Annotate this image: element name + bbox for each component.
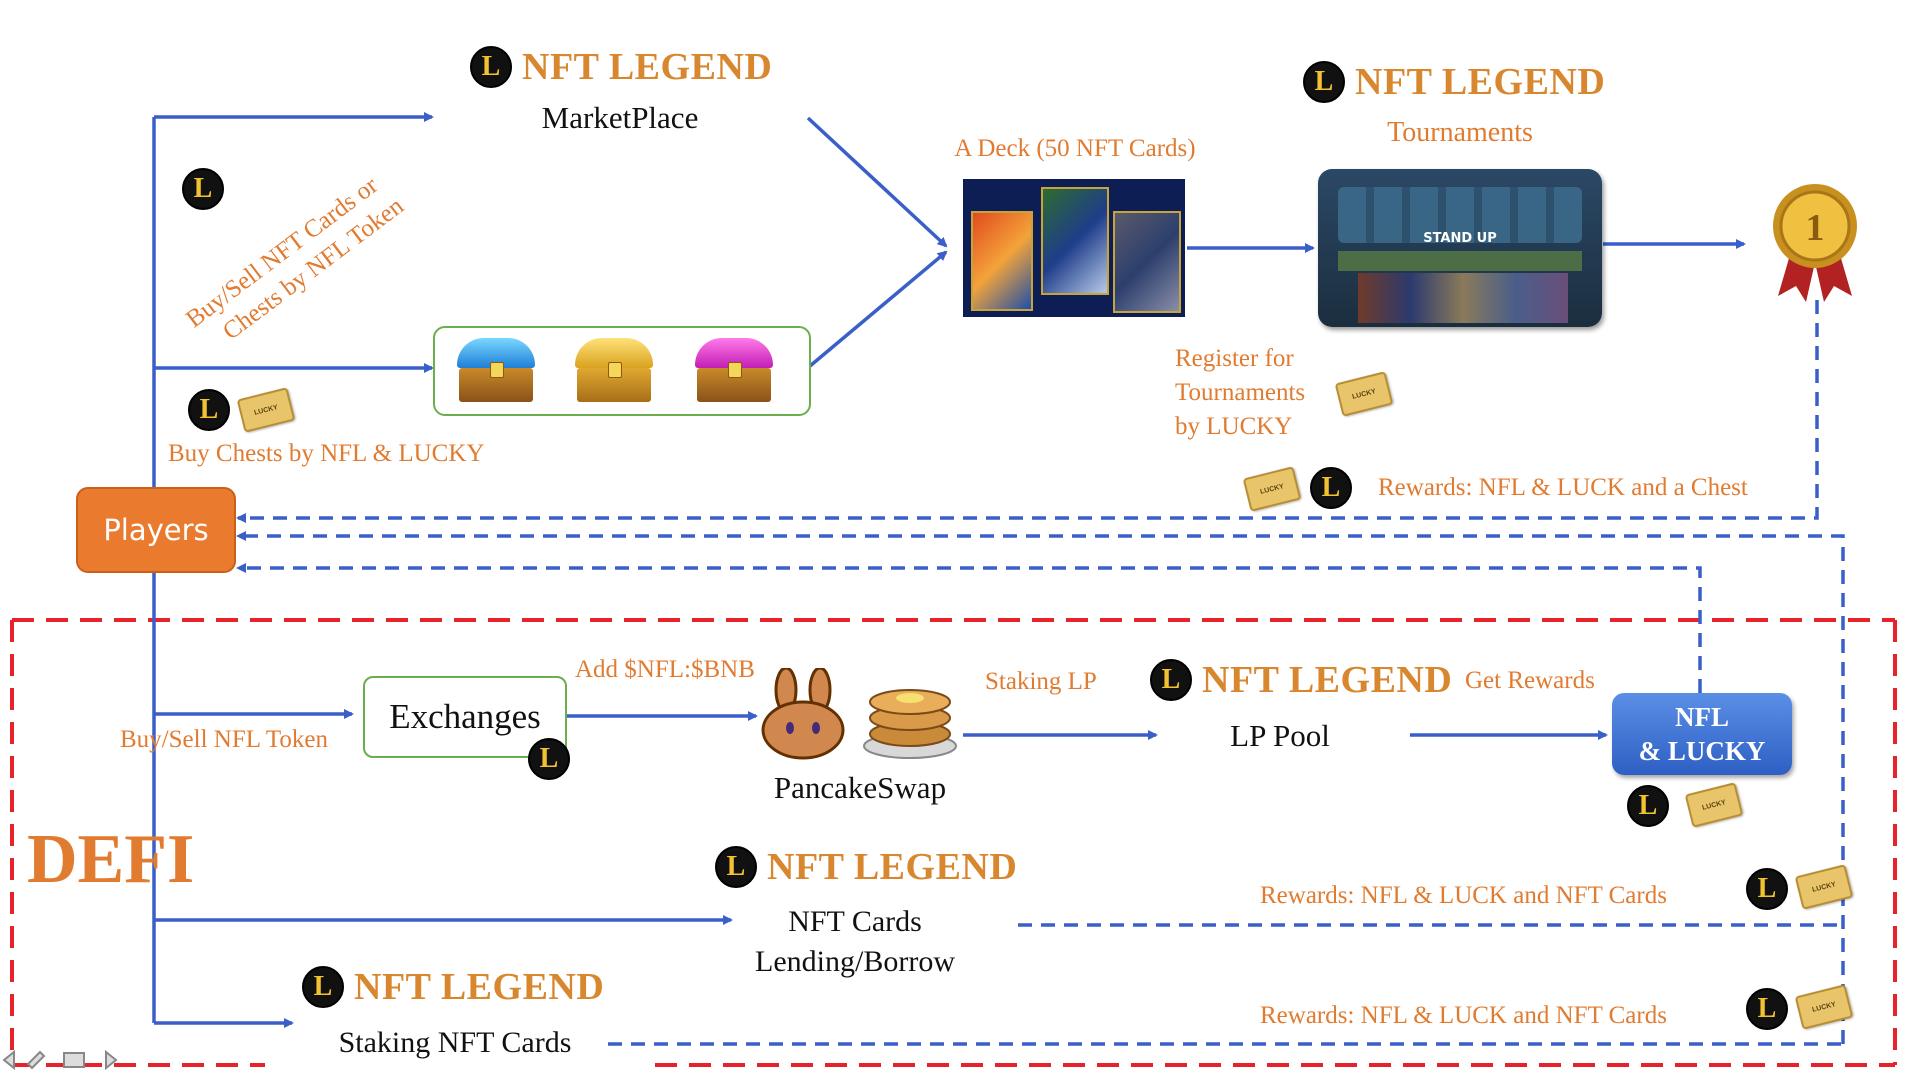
brand-lending: L NFT LEGEND xyxy=(715,845,1017,889)
lp-pool-label: LP Pool xyxy=(1230,718,1330,753)
brand-name: NFT LEGEND xyxy=(522,46,773,88)
treasure-chest-icon xyxy=(575,338,653,404)
treasure-chest-icon xyxy=(457,338,535,404)
rewards-tournament-label: Rewards: NFL & LUCK and a Chest xyxy=(1378,474,1748,501)
brand-tournaments: L NFT LEGEND xyxy=(1303,60,1605,104)
coin-icon: L xyxy=(182,168,224,210)
add-lp-label: Add $NFL:$BNB xyxy=(575,656,755,683)
deck-label: A Deck (50 NFT Cards) xyxy=(954,135,1196,162)
get-rewards-label: Get Rewards xyxy=(1465,667,1595,694)
players-node[interactable]: Players xyxy=(76,487,236,573)
brand-name: NFT LEGEND xyxy=(1355,61,1606,103)
chests-box xyxy=(433,326,811,416)
slide-nav-glyphs xyxy=(2,1049,118,1071)
solid-flow-arrows xyxy=(154,112,1746,1028)
tournaments-label: Tournaments xyxy=(1387,117,1533,148)
coin-icon: L xyxy=(302,966,344,1008)
nfl-lucky-node[interactable]: NFL & LUCKY xyxy=(1612,693,1792,775)
lending-label: NFT Cards Lending/Borrow xyxy=(710,902,1000,982)
defi-label: DEFI xyxy=(27,821,195,898)
rewards-lending-label: Rewards: NFL & LUCK and NFT Cards xyxy=(1260,882,1667,909)
rewards-staking-label: Rewards: NFL & LUCK and NFT Cards xyxy=(1260,1002,1667,1029)
arrow-marketplace-to-deck xyxy=(806,116,948,248)
register-label: Register for Tournaments by LUCKY xyxy=(1175,342,1355,444)
tournament-board-image: STAND UP xyxy=(1318,169,1602,327)
staking-nft-label: Staking NFT Cards xyxy=(338,1026,572,1059)
lending-line1: NFT Cards xyxy=(788,905,922,938)
coin-icon: L xyxy=(1627,785,1669,827)
defi-region-border xyxy=(10,618,1897,1067)
treasure-chest-icon xyxy=(695,338,773,404)
lending-line2: Lending/Borrow xyxy=(755,945,955,978)
coin-icon: L xyxy=(1303,61,1345,103)
brand-name: NFT LEGEND xyxy=(354,966,605,1008)
arrow-chests-to-deck xyxy=(808,250,948,368)
buy-chests-label: Buy Chests by NFL & LUCKY xyxy=(168,440,485,467)
rewards-tournament-return xyxy=(236,300,1819,523)
coin-icon: L xyxy=(470,46,512,88)
brand-name: NFT LEGEND xyxy=(1202,659,1453,701)
register-line3: by LUCKY xyxy=(1175,413,1293,440)
coin-icon: L xyxy=(1746,868,1788,910)
rewards-lp-return xyxy=(236,563,1702,693)
register-line2: Tournaments xyxy=(1175,379,1306,406)
pancake-bunny-icon xyxy=(761,668,845,760)
register-line1: Register for xyxy=(1175,345,1294,372)
deck-cards-image xyxy=(963,179,1185,317)
coin-icon: L xyxy=(1150,659,1192,701)
coin-icon: L xyxy=(528,738,570,780)
coin-icon: L xyxy=(1746,988,1788,1030)
stand-up-text: STAND UP xyxy=(1423,231,1497,246)
brand-lp-pool: L NFT LEGEND xyxy=(1150,658,1452,702)
coin-icon: L xyxy=(715,846,757,888)
brand-staking: L NFT LEGEND xyxy=(302,965,604,1009)
coin-icon: L xyxy=(1310,467,1352,509)
staking-lp-label: Staking LP xyxy=(985,668,1097,695)
marketplace-label: MarketPlace xyxy=(541,100,699,135)
coin-icon: L xyxy=(188,389,230,431)
brand-name: NFT LEGEND xyxy=(767,846,1018,888)
nfl-lucky-line2: & LUCKY xyxy=(1638,736,1766,766)
gold-medal-icon: 1 xyxy=(1773,184,1857,302)
pancakeswap-label: PancakeSwap xyxy=(773,770,947,805)
brand-marketplace: L NFT LEGEND xyxy=(470,45,772,89)
medal-number: 1 xyxy=(1806,207,1825,249)
pancake-stack-icon xyxy=(863,689,957,759)
buy-sell-token-label: Buy/Sell NFL Token xyxy=(120,726,328,753)
nfl-lucky-line1: NFL xyxy=(1675,702,1729,732)
